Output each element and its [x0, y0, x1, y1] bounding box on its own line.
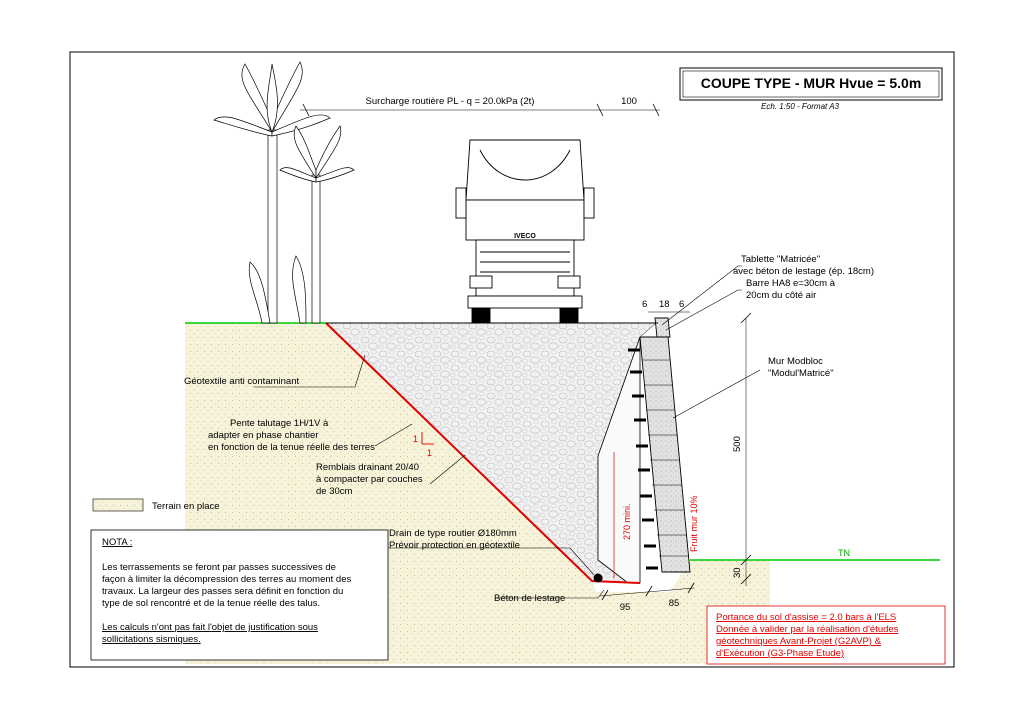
- portance-line: Donnée à valider par la réalisation d'ét…: [716, 624, 899, 635]
- base-dimensions: 95 85: [599, 582, 695, 613]
- dim-length: 270 mini.: [622, 503, 632, 540]
- barre-label-2: 20cm du côté air: [746, 290, 816, 301]
- dim-top-a: 6: [642, 299, 647, 310]
- pente-label-1: Pente talutage 1H/1V à: [230, 418, 329, 429]
- truck-brand: IVECO: [514, 233, 536, 240]
- nota-box: NOTA : Les terrassements se feront par p…: [90, 529, 389, 661]
- remblais-label-1: Remblais drainant 20/40: [316, 462, 419, 473]
- geotextile-label: Géotextile anti contaminant: [184, 376, 299, 387]
- surcharge-dim: 100: [621, 96, 637, 107]
- sheet-border: [69, 51, 955, 668]
- geotextile-line: [325, 322, 641, 584]
- portance-box: Portance du sol d'assise = 2.0 bars à l'…: [706, 605, 946, 665]
- dim-height: 500: [732, 436, 743, 452]
- drawing-title: COUPE TYPE - MUR Hvue = 5.0m: [701, 75, 922, 91]
- portance-line: géotechniques Avant-Projet (G2AVP) &: [716, 636, 882, 647]
- pente-label-3: en fonction de la tenue réelle des terre…: [208, 442, 375, 453]
- slope-indicator: 1 1: [413, 432, 434, 458]
- remblais-label-3: de 30cm: [316, 486, 353, 497]
- legend-swatch: [92, 498, 144, 512]
- capstone: [654, 317, 671, 338]
- tablette-label-2: avec béton de lestage (ép. 18cm): [733, 266, 874, 277]
- slope-h: 1: [427, 448, 432, 458]
- dim-base-a: 95: [620, 602, 631, 613]
- drawing-scale: Ech. 1:50 - Format A3: [761, 102, 840, 111]
- nota-line: façon à limiter la décompression des ter…: [102, 574, 351, 585]
- modbloc-wall: [628, 317, 691, 573]
- nota-title: NOTA :: [102, 537, 132, 548]
- legend-terrain: Terrain en place: [152, 501, 220, 512]
- portance-line: d'Exécution (G3-Phase Etude): [716, 648, 844, 659]
- drain-label-2: Prévoir protection en géotextile: [389, 540, 520, 551]
- leader-lines: [254, 265, 761, 599]
- nota-calc-2: sollicitations sismiques.: [102, 634, 201, 645]
- surcharge-annotation: Surcharge routière PL - q = 20.0kPa (2t)…: [300, 96, 660, 117]
- tablette-label-1: Tablette "Matricée": [741, 254, 820, 265]
- top-dimensions: 6 18 6: [642, 299, 690, 313]
- nota-line: type de sol rencontré et de la tenue rée…: [102, 598, 320, 609]
- dim-top-c: 6: [679, 299, 684, 310]
- pente-label-2: adapter en phase chantier: [208, 430, 318, 441]
- portance-line: Portance du sol d'assise = 2.0 bars à l'…: [716, 612, 896, 623]
- height-dimension: 500 30: [732, 312, 752, 586]
- barre-label-1: Barre HA8 e=30cm à: [746, 278, 836, 289]
- mur-label-2: "Modul'Matricé": [768, 368, 834, 379]
- drain-label-1: Drain de type routier Ø180mm: [389, 528, 517, 539]
- drain-pipe: [593, 573, 603, 583]
- beton-label: Béton de lestage: [494, 593, 565, 604]
- tn-label: TN: [838, 548, 850, 558]
- mur-label-1: Mur Modbloc: [768, 356, 823, 367]
- legend: Terrain en place: [92, 498, 220, 512]
- fruit-label: Fruit mur 10%: [689, 495, 699, 552]
- remblais-label-2: à compacter par couches: [316, 474, 423, 485]
- title-block: COUPE TYPE - MUR Hvue = 5.0m Ech. 1:50 -…: [679, 67, 943, 111]
- dim-base-b: 85: [669, 598, 680, 609]
- nota-calc-1: Les calculs n'ont pas fait l'objet de ju…: [102, 622, 318, 633]
- surcharge-label: Surcharge routière PL - q = 20.0kPa (2t): [366, 96, 535, 107]
- dim-embed: 30: [732, 567, 743, 578]
- dim-top-b: 18: [659, 299, 670, 310]
- length-dimension: 270 mini.: [613, 452, 632, 578]
- nota-line: Les terrassements se feront par passes s…: [102, 562, 336, 573]
- slope-v: 1: [413, 434, 418, 444]
- palm-trees: [213, 61, 355, 324]
- truck: IVECO: [455, 139, 595, 324]
- nota-line: travaux. La largeur des passes sera défi…: [102, 586, 343, 597]
